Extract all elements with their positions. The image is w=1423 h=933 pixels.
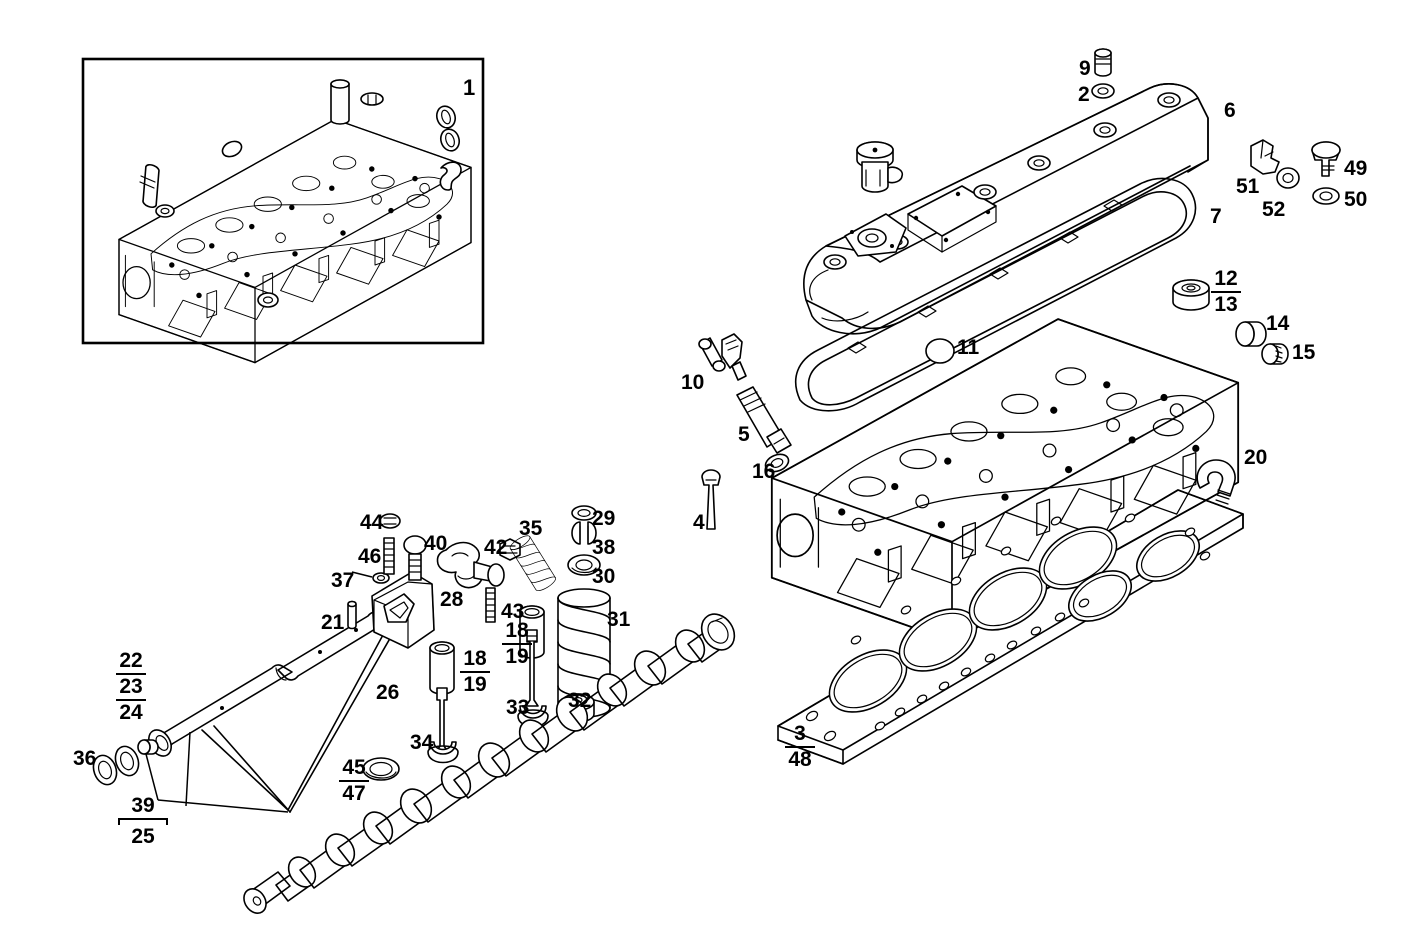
callout-10: 10 [681, 371, 705, 394]
injector-assembly [698, 333, 792, 473]
valve-cover-gasket [794, 177, 1197, 412]
callout-16: 16 [752, 460, 776, 483]
fraction-divider [502, 642, 532, 645]
callout-26: 26 [376, 681, 400, 704]
callout-49: 49 [1344, 157, 1368, 180]
callout-30: 30 [592, 565, 616, 588]
callout-15: 15 [1292, 341, 1316, 364]
callout-43: 43 [501, 600, 525, 623]
callout-37: 37 [331, 569, 355, 592]
breather-tower [856, 141, 904, 193]
fraction-divider [460, 670, 490, 673]
callout-2: 2 [1078, 83, 1090, 106]
callout-number-bottom: 19 [463, 672, 487, 696]
cylinder-head-gasket [777, 489, 1244, 765]
fraction-divider [339, 779, 369, 782]
valve-spring-stack [557, 505, 611, 718]
callout-32: 32 [568, 689, 592, 712]
callout-number-top: 18 [505, 619, 529, 642]
callout-50: 50 [1344, 188, 1368, 211]
callout-29: 29 [592, 507, 616, 530]
camshaft [243, 613, 736, 914]
callout-40: 40 [424, 532, 448, 555]
callout-number-bottom: 47 [342, 781, 366, 805]
threaded-plug-15 [1261, 343, 1289, 365]
bracket-line [118, 818, 168, 825]
fraction-divider [116, 672, 146, 675]
callout-7: 7 [1210, 205, 1222, 228]
callout-number-top: 39 [131, 794, 155, 817]
callout-21: 21 [321, 611, 345, 634]
callout-5: 5 [738, 423, 750, 446]
callout-number-bottom: 48 [788, 747, 812, 771]
cylinder-head-bolt [701, 469, 721, 530]
callout-9: 9 [1079, 57, 1091, 80]
inset-loose-parts [139, 79, 462, 308]
callout-33: 33 [506, 696, 530, 719]
callout-52: 52 [1262, 198, 1286, 221]
callout-31: 31 [607, 608, 631, 631]
rocker-arm-group [379, 513, 558, 623]
callout-42: 42 [484, 536, 508, 559]
callout-51: 51 [1236, 175, 1260, 198]
callout-number-top: 3 [794, 722, 806, 745]
callout-38: 38 [592, 536, 616, 559]
callout-number-top: 18 [463, 647, 487, 670]
callout-35: 35 [519, 517, 543, 540]
cover-mount-grommet [1172, 279, 1210, 311]
temperature-switch [1250, 139, 1300, 189]
oil-filler-cap-assembly [1091, 48, 1115, 99]
callout-11: 11 [957, 336, 980, 359]
fraction-divider [1211, 290, 1241, 293]
rocker-shaft-assembly [92, 571, 435, 813]
callout-20: 20 [1244, 446, 1268, 469]
callout-number: 23 [119, 674, 143, 698]
callout-number: 24 [119, 700, 143, 724]
callout-number-bottom: 25 [131, 825, 155, 848]
inset-box-region [81, 57, 485, 364]
fraction-divider [116, 698, 146, 701]
core-plug-14 [1235, 321, 1267, 347]
callout-6: 6 [1224, 99, 1236, 122]
callout-number-bottom: 19 [505, 644, 529, 668]
valve-cover [803, 83, 1209, 335]
callout-36: 36 [73, 747, 97, 770]
callout-number-top: 45 [342, 756, 366, 779]
callout-28: 28 [440, 588, 464, 611]
fraction-divider [785, 745, 815, 748]
callout-4: 4 [693, 511, 705, 534]
callout-34: 34 [410, 731, 434, 754]
callout-number: 22 [119, 649, 143, 672]
callout-14: 14 [1266, 312, 1290, 335]
callout-44: 44 [360, 511, 384, 534]
callout-number-top: 12 [1214, 267, 1238, 290]
coolant-hook-pipe [1196, 459, 1236, 505]
callout-46: 46 [358, 545, 382, 568]
vent-valve-49 [1311, 141, 1341, 205]
callout-number-bottom: 13 [1214, 292, 1238, 316]
callout-1: 1 [463, 75, 476, 100]
